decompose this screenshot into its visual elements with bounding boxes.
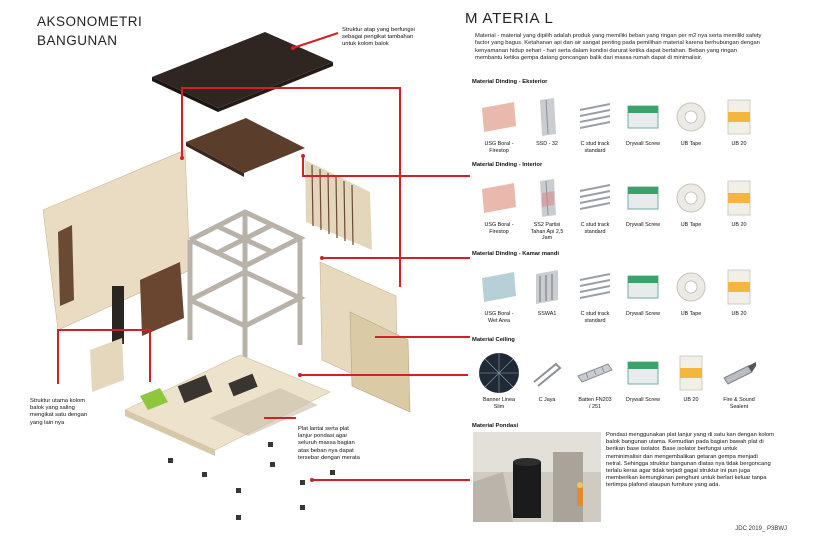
ceiling-panel	[186, 118, 305, 177]
material-tile: SS2 Partisi Tahan Api 2,5 Jam	[524, 177, 570, 242]
compound-bag-icon	[718, 177, 760, 219]
material-tile: USG Boral - Firestop	[476, 177, 522, 235]
axonometric-title: AKSONOMETRI BANGUNAN	[37, 14, 143, 48]
pondasi-description: Pondasi menggunakan plat lanjur yang di …	[606, 432, 774, 489]
c-profile-icon	[526, 352, 568, 394]
section-label-interior: Material Dinding - Interior	[472, 162, 543, 168]
floor-note: Plat lantai serta plat lanjur pondasi ag…	[298, 426, 360, 461]
material-tile: UB Tape	[668, 96, 714, 148]
stud-profile-icon	[526, 96, 568, 138]
tape-roll-icon	[670, 177, 712, 219]
screw-box-icon	[622, 96, 664, 138]
back-wall-panel-2	[349, 311, 411, 413]
material-tile: Drywall Screw	[620, 266, 666, 318]
c-track-icon	[574, 266, 616, 308]
screw-box-icon	[622, 352, 664, 394]
floor-slab	[124, 354, 331, 456]
screw-box-icon	[622, 177, 664, 219]
material-tile: UB Tape	[668, 177, 714, 229]
footer-credit: JDC 2019_ P3BWJ	[735, 526, 787, 532]
material-tile: Batten FN203 / 251	[572, 352, 618, 410]
material-tile: UB 20	[716, 177, 762, 229]
compound-bag-icon	[718, 266, 760, 308]
base-isolator-photo	[473, 432, 601, 522]
material-tile: USG Boral - Wet Area	[476, 266, 522, 324]
section-label-pondasi: Material Pondasi	[472, 423, 519, 429]
ceiling-disc-icon	[478, 352, 520, 394]
material-tile: C stud track standard	[572, 177, 618, 235]
stud-profile-icon	[526, 266, 568, 308]
material-tile: C stud track standard	[572, 96, 618, 154]
material-tile: UB Tape	[668, 266, 714, 318]
material-tile: Drywall Screw	[620, 352, 666, 404]
material-tile: C Jaya	[524, 352, 570, 404]
section-label-ceiling: Material Ceiling	[472, 337, 515, 343]
compound-bag-icon	[718, 96, 760, 138]
section-label-bathroom: Material Dinding - Kamar mandi	[472, 251, 559, 257]
board-blue-icon	[478, 266, 520, 308]
material-title: M ATERIA L	[465, 10, 554, 27]
batten-icon	[574, 352, 616, 394]
slat-lines	[311, 164, 354, 246]
material-tile: UB 20	[668, 352, 714, 404]
stud-profile-icon	[526, 177, 568, 219]
small-wall-panel	[90, 338, 124, 392]
material-tile: Fire & Sound Sealent	[716, 352, 762, 410]
column-note: Struktur utama kolom balok yang saling m…	[30, 398, 88, 426]
board-pink-icon	[478, 177, 520, 219]
material-tile: UB 20	[716, 96, 762, 148]
door-panel	[112, 286, 124, 344]
material-tile: Banner Linea Slim	[476, 352, 522, 410]
material-tile: C stud track standard	[572, 266, 618, 324]
cabinet	[140, 262, 184, 336]
leader-dots	[180, 46, 324, 482]
roof-note: Struktur atap yang berfungsi sebagai pen…	[342, 27, 415, 48]
c-track-icon	[574, 177, 616, 219]
material-tile: SSD - 32	[524, 96, 570, 148]
section-label-exterior: Material Dinding - Eksterior	[472, 79, 548, 85]
material-tile: Drywall Screw	[620, 96, 666, 148]
material-tile: Drywall Screw	[620, 177, 666, 229]
column-beam-frame	[187, 209, 306, 370]
compound-bag-icon	[670, 352, 712, 394]
material-tile: UB 20	[716, 266, 762, 318]
tape-roll-icon	[670, 96, 712, 138]
sealant-tube-icon	[718, 352, 760, 394]
leader-lines	[57, 32, 470, 481]
right-slat-wall	[305, 160, 372, 250]
foundation-pads	[168, 442, 335, 520]
material-tile: USG Boral - Firestop	[476, 96, 522, 154]
tape-roll-icon	[670, 266, 712, 308]
board-pink-icon	[478, 96, 520, 138]
material-intro: Material - material yang dipilih adalah …	[475, 33, 762, 61]
c-track-icon	[574, 96, 616, 138]
left-wall-slats	[58, 225, 74, 306]
screw-box-icon	[622, 266, 664, 308]
material-tile: SSWA1	[524, 266, 570, 318]
